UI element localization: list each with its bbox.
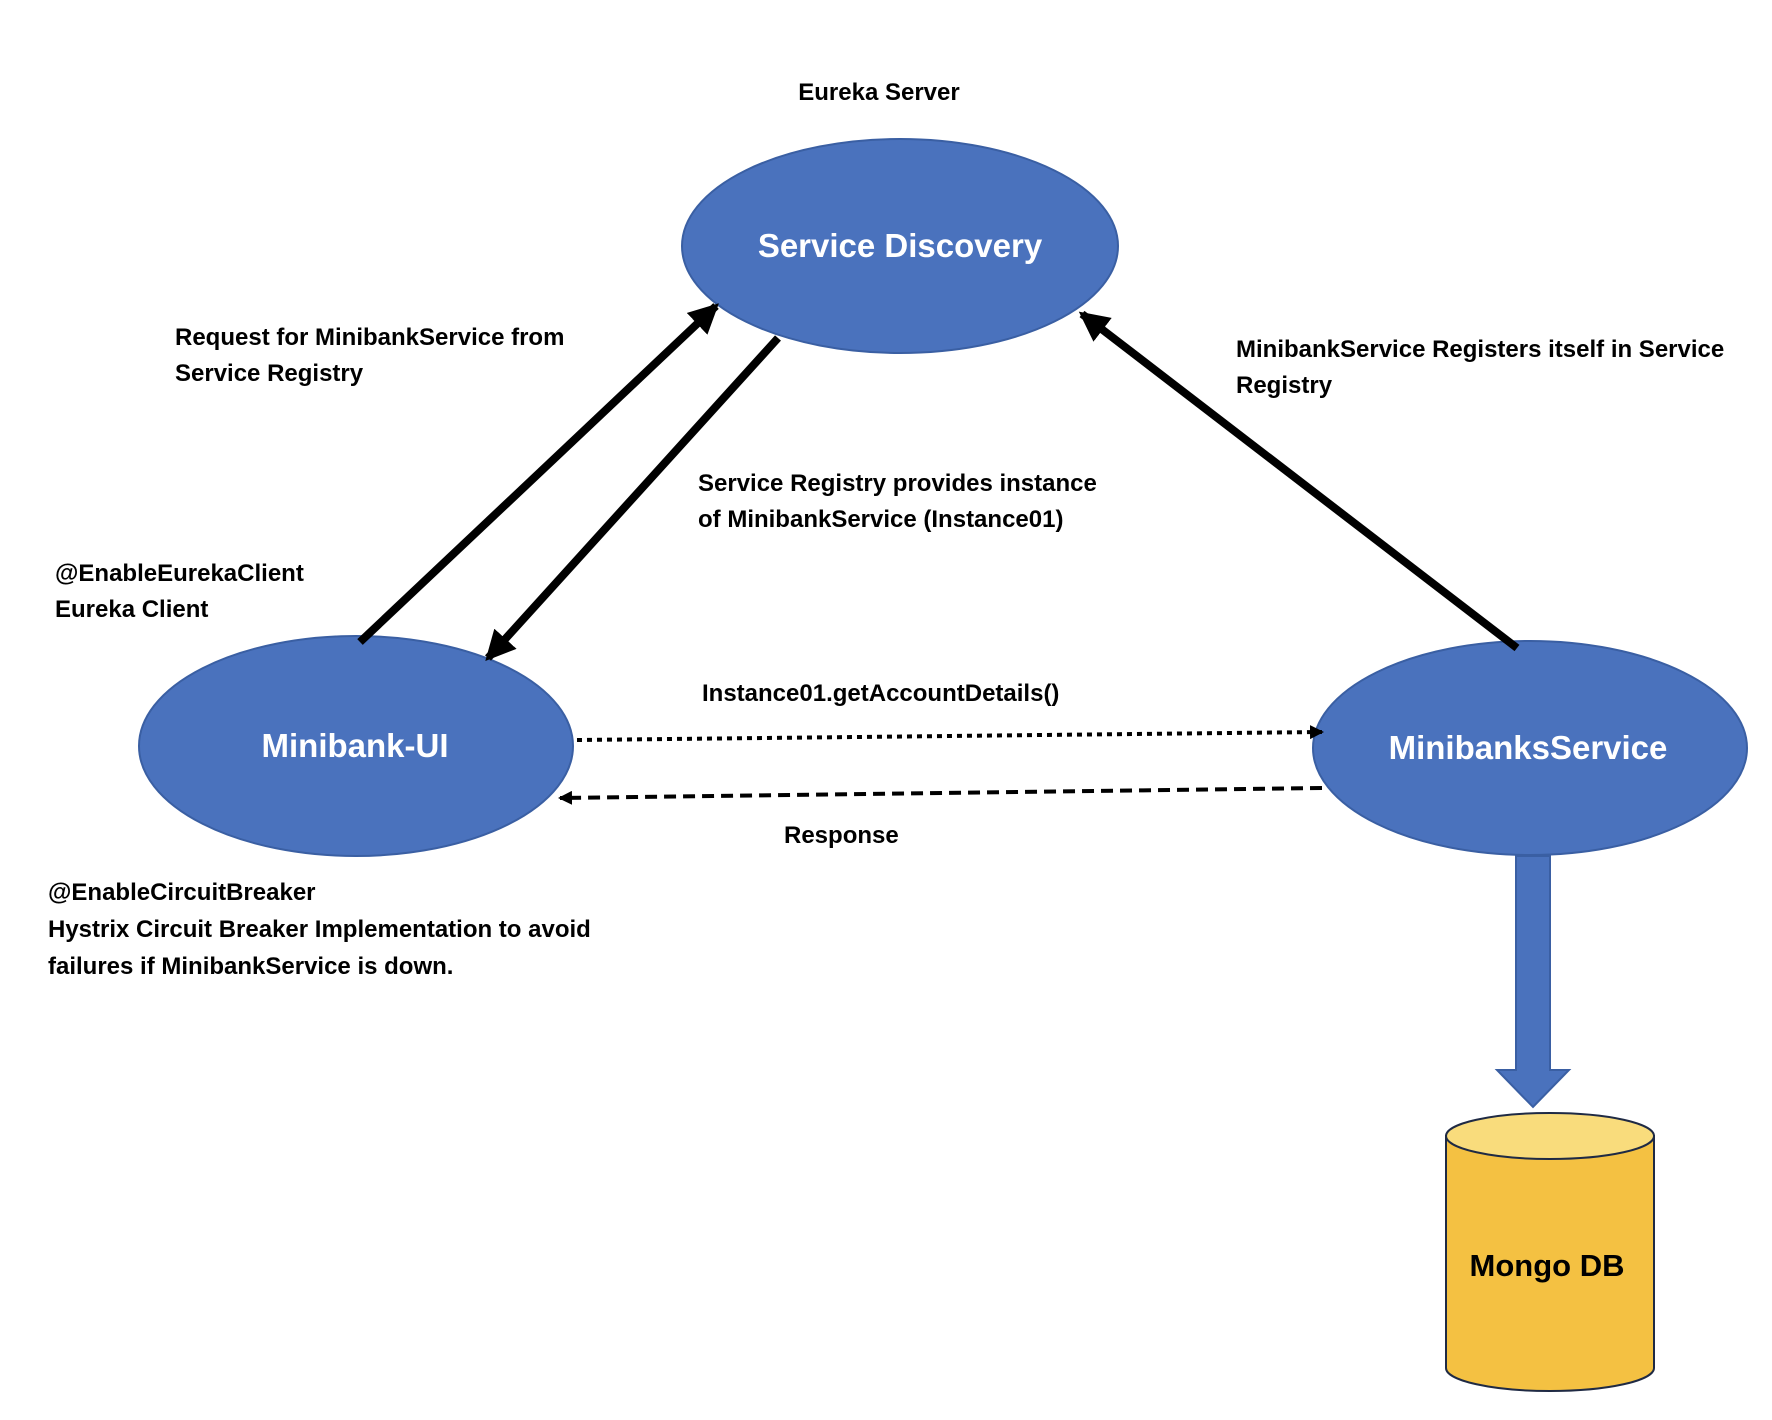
minibanks-service-node: MinibanksService xyxy=(1312,640,1748,856)
circuit-breaker-annotation-line1: @EnableCircuitBreaker xyxy=(48,879,316,906)
provides-label-line1: Service Registry provides instance xyxy=(698,470,1097,497)
circuit-breaker-annotation-line2: Hystrix Circuit Breaker Implementation t… xyxy=(48,916,591,943)
mongo-db-cylinder: Mongo DB xyxy=(1445,1112,1655,1392)
minibank-ui-node: Minibank-UI xyxy=(138,635,574,857)
request-label-line2: Service Registry xyxy=(175,360,364,387)
db-connection-arrow xyxy=(1494,855,1572,1109)
call-label: Instance01.getAccountDetails() xyxy=(702,680,1059,707)
service-discovery-label: Service Discovery xyxy=(758,227,1043,264)
eureka-client-annotation-line1: @EnableEurekaClient xyxy=(55,560,304,587)
request-label-line1: Request for MinibankService from xyxy=(175,324,564,351)
request-arrow xyxy=(357,303,719,645)
response-label: Response xyxy=(784,822,899,849)
response-arrow xyxy=(558,786,1323,805)
provides-instance-arrow xyxy=(485,335,781,661)
mongo-db-label: Mongo DB xyxy=(1470,1248,1625,1283)
eureka-server-label: Eureka Server xyxy=(798,79,959,106)
registers-label-line2: Registry xyxy=(1236,372,1333,399)
minibank-ui-label: Minibank-UI xyxy=(262,727,449,764)
minibanks-service-label: MinibanksService xyxy=(1389,729,1668,766)
call-arrow xyxy=(576,725,1324,742)
provides-label-line2: of MinibankService (Instance01) xyxy=(698,506,1063,533)
service-discovery-node: Service Discovery xyxy=(681,138,1119,354)
circuit-breaker-annotation-line3: failures if MinibankService is down. xyxy=(48,953,453,980)
register-arrow xyxy=(1078,310,1520,652)
registers-label-line1: MinibankService Registers itself in Serv… xyxy=(1236,336,1724,363)
eureka-client-annotation-line2: Eureka Client xyxy=(55,596,208,623)
